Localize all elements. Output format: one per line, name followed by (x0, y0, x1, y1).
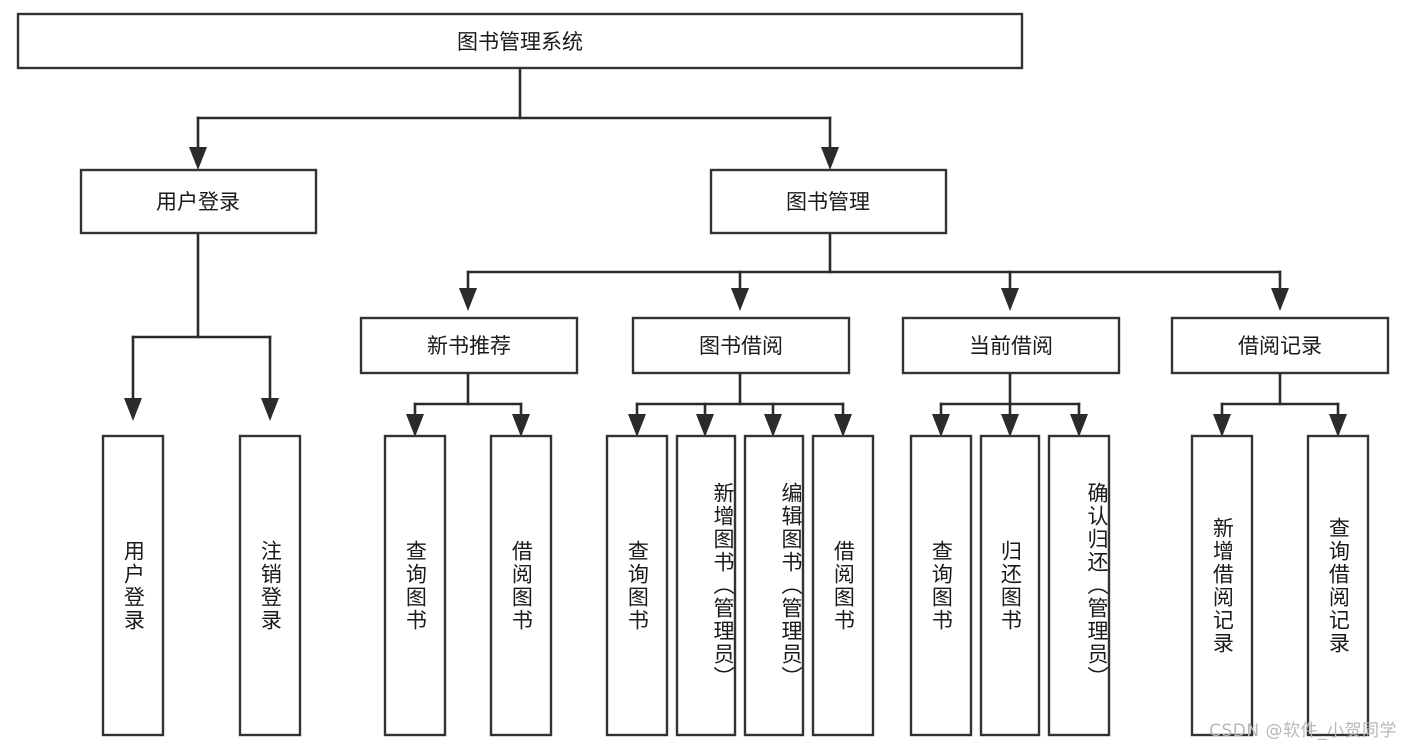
leaf-current-confirm[interactable] (1047, 434, 1111, 737)
label-book-borrow: 图书借阅 (699, 334, 783, 358)
leaf-borrow-lend[interactable] (811, 434, 875, 737)
label-root: 图书管理系统 (457, 30, 583, 54)
leaf-newbook-query[interactable] (383, 434, 447, 737)
connector-bookborrow-to-leaves (628, 371, 852, 437)
leaf-borrow-edit[interactable] (743, 434, 805, 737)
label-new-book-recommend: 新书推荐 (427, 334, 511, 358)
leaf-borrow-add[interactable] (675, 434, 737, 737)
arrowhead-to-user-login (189, 147, 207, 170)
leaf-borrow-query[interactable] (605, 434, 669, 737)
connector-userlogin-to-leaves (124, 231, 279, 421)
node-current-borrow[interactable] (901, 316, 1121, 375)
leaf-current-return[interactable] (979, 434, 1041, 737)
leaf-record-add[interactable] (1190, 434, 1254, 737)
connector-newbook-to-leaves (406, 371, 530, 437)
node-book-manage[interactable] (709, 168, 948, 235)
leaf-user-login-signout[interactable] (238, 434, 302, 737)
leaf-newbook-borrow[interactable] (489, 434, 553, 737)
connector-borrowrecord-to-leaves (1213, 371, 1347, 437)
node-book-borrow[interactable] (631, 316, 851, 375)
label-borrow-record: 借阅记录 (1238, 334, 1322, 358)
leaf-user-login-signin[interactable] (101, 434, 165, 737)
node-new-book-recommend[interactable] (359, 316, 579, 375)
connector-bookmanage-to-level3 (459, 231, 1289, 311)
watermark-text: CSDN @软件_小贺同学 (1209, 721, 1397, 741)
label-user-login: 用户登录 (156, 190, 240, 214)
connector-currentborrow-to-leaves (932, 371, 1088, 437)
node-root[interactable] (16, 12, 1024, 70)
label-book-manage: 图书管理 (786, 190, 870, 214)
leaf-record-query[interactable] (1306, 434, 1370, 737)
connector-root-to-level2 (196, 66, 832, 152)
leaf-current-query[interactable] (909, 434, 973, 737)
arrowhead-to-book-manage (821, 147, 839, 170)
node-user-login[interactable] (79, 168, 318, 235)
label-current-borrow: 当前借阅 (969, 334, 1053, 358)
node-borrow-record[interactable] (1170, 316, 1390, 375)
